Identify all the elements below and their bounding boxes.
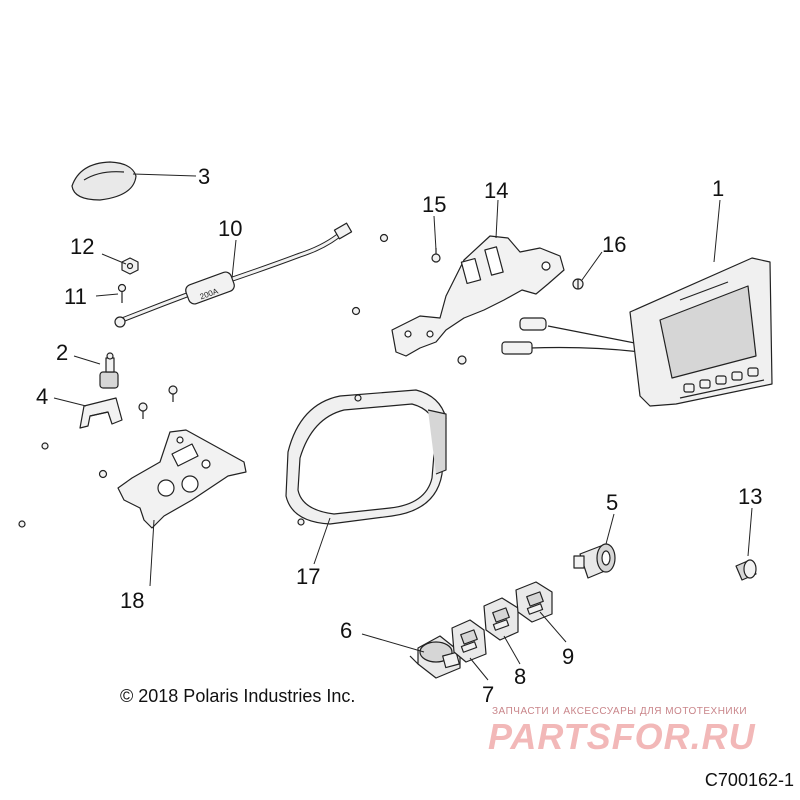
callout-14: 14 <box>484 178 509 203</box>
clip-bracket-part <box>79 397 123 429</box>
rocker-switch-8-part <box>483 597 519 641</box>
ignition-switch-part <box>409 635 461 679</box>
callout-9: 9 <box>562 644 575 669</box>
nut-part <box>121 257 139 275</box>
bolt-part <box>431 248 441 263</box>
callout-17: 17 <box>296 564 321 589</box>
leader-lines <box>53 173 753 681</box>
callout-10: 10 <box>218 216 243 241</box>
callout-11: 11 <box>64 284 87 309</box>
power-socket-part <box>573 543 616 579</box>
rocker-switch-7-part <box>451 619 487 663</box>
mounting-bracket-part <box>117 429 247 529</box>
callout-2: 2 <box>56 340 69 365</box>
display-unit-part <box>629 257 773 407</box>
display-harness <box>501 317 641 355</box>
watermark-tagline: ЗАПЧАСТИ И АКСЕССУАРЫ ДЛЯ МОТОТЕХНИКИ <box>492 706 748 717</box>
stud-terminal-part <box>99 352 119 389</box>
callout-1: 1 <box>712 176 725 201</box>
callout-12: 12 <box>70 234 95 259</box>
rocker-switch-9-part <box>515 581 553 623</box>
screw-part <box>117 283 127 303</box>
bolt-part-16 <box>572 278 584 290</box>
drawing-id: C700162-1 <box>704 770 794 790</box>
display-mount-bracket-part <box>391 235 565 365</box>
small-bolts <box>18 233 389 528</box>
callout-3: 3 <box>198 164 211 189</box>
callout-15: 15 <box>422 192 447 217</box>
cover-cap-part <box>71 161 137 201</box>
callout-16: 16 <box>602 232 627 257</box>
callout-4: 4 <box>36 384 49 409</box>
callout-8: 8 <box>514 664 527 689</box>
instrument-cluster-part <box>285 389 447 525</box>
callout-5: 5 <box>606 490 619 515</box>
copyright-notice: © 2018 Polaris Industries Inc. <box>120 686 356 706</box>
watermark-logo: PARTSFOR.RU <box>488 716 756 757</box>
callout-6: 6 <box>340 618 353 643</box>
indicator-part <box>735 559 757 581</box>
callout-7: 7 <box>482 682 495 707</box>
callout-18: 18 <box>120 588 145 613</box>
callout-13: 13 <box>738 484 763 509</box>
